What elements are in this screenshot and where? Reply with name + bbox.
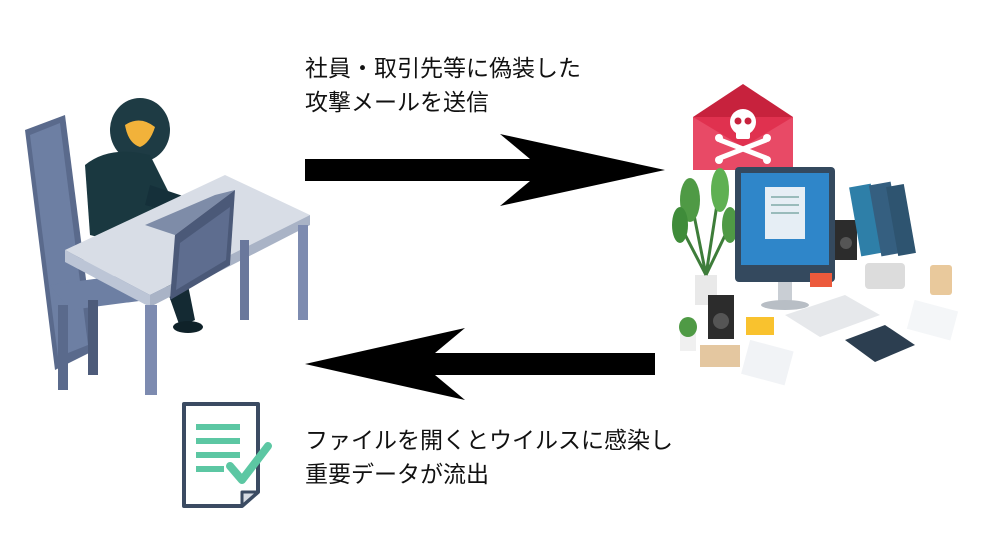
attack-mail-caption-line2: 攻撃メールを送信 xyxy=(305,90,489,116)
infection-caption: ファイルを開くとウイルスに感染し 重要データが流出 xyxy=(305,424,673,492)
send-arrow xyxy=(305,134,665,206)
infection-caption-line2: 重要データが流出 xyxy=(305,462,489,488)
skull-crossbones-envelope-icon xyxy=(693,84,793,170)
hooded-hacker-at-laptop-icon xyxy=(25,98,310,395)
infection-caption-line1: ファイルを開くとウイルスに感染し xyxy=(305,428,673,454)
document-check-icon xyxy=(182,402,272,508)
exfiltration-arrow xyxy=(305,328,655,400)
attack-mail-caption-line1: 社員・取引先等に偽装した xyxy=(305,56,581,82)
attack-mail-caption: 社員・取引先等に偽装した 攻撃メールを送信 xyxy=(305,52,581,120)
office-desk-workspace-icon xyxy=(672,167,959,386)
